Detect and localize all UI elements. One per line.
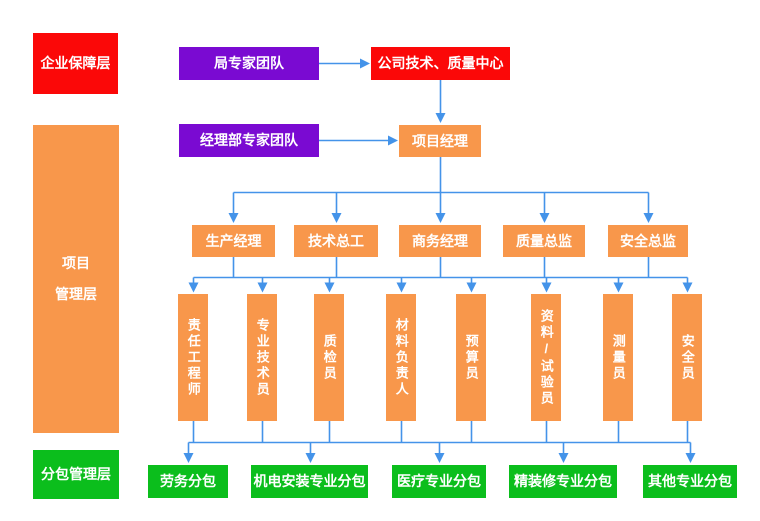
node-fitout-subcontract: 精装修专业分包 — [509, 465, 617, 498]
node-surveyor: 测量员 — [603, 294, 633, 421]
node-material-lead: 材料负责人 — [386, 294, 416, 421]
layer-project-management: 项目 管理层 — [33, 125, 119, 433]
node-project-manager: 项目经理 — [399, 125, 481, 157]
node-chief-technical-engineer: 技术总工 — [294, 225, 378, 257]
node-production-manager: 生产经理 — [192, 225, 275, 257]
node-medical-subcontract: 医疗专业分包 — [392, 465, 486, 498]
node-responsible-engineer: 责任工程师 — [178, 294, 208, 421]
node-dept-expert-team: 经理部专家团队 — [179, 124, 319, 157]
node-company-tech-quality-center: 公司技术、质量中心 — [371, 47, 510, 80]
node-quality-inspector: 质检员 — [314, 294, 344, 421]
layer-project-management-line1: 项目 — [62, 255, 90, 272]
node-safety-director: 安全总监 — [608, 225, 688, 257]
node-budget-officer: 预算员 — [456, 294, 486, 421]
node-professional-technician: 专业技术员 — [247, 294, 277, 421]
layer-project-management-line2: 管理层 — [55, 286, 97, 302]
connector-managers-to-staff — [188, 257, 693, 293]
node-bureau-expert-team: 局专家团队 — [179, 47, 319, 80]
connector-staff-to-subcontractors — [183, 421, 696, 463]
node-commercial-manager: 商务经理 — [399, 225, 481, 257]
node-labor-subcontract: 劳务分包 — [148, 465, 228, 498]
layer-enterprise-support: 企业保障层 — [33, 33, 118, 94]
node-safety-officer: 安全员 — [672, 294, 702, 421]
node-mep-subcontract: 机电安装专业分包 — [251, 465, 368, 498]
node-document-test-officer: 资料/试验员 — [531, 294, 561, 421]
connector-pm-to-managers — [228, 157, 654, 223]
node-quality-director: 质量总监 — [503, 225, 585, 257]
layer-subcontract-management: 分包管理层 — [33, 450, 119, 499]
node-other-subcontract: 其他专业分包 — [643, 465, 737, 498]
